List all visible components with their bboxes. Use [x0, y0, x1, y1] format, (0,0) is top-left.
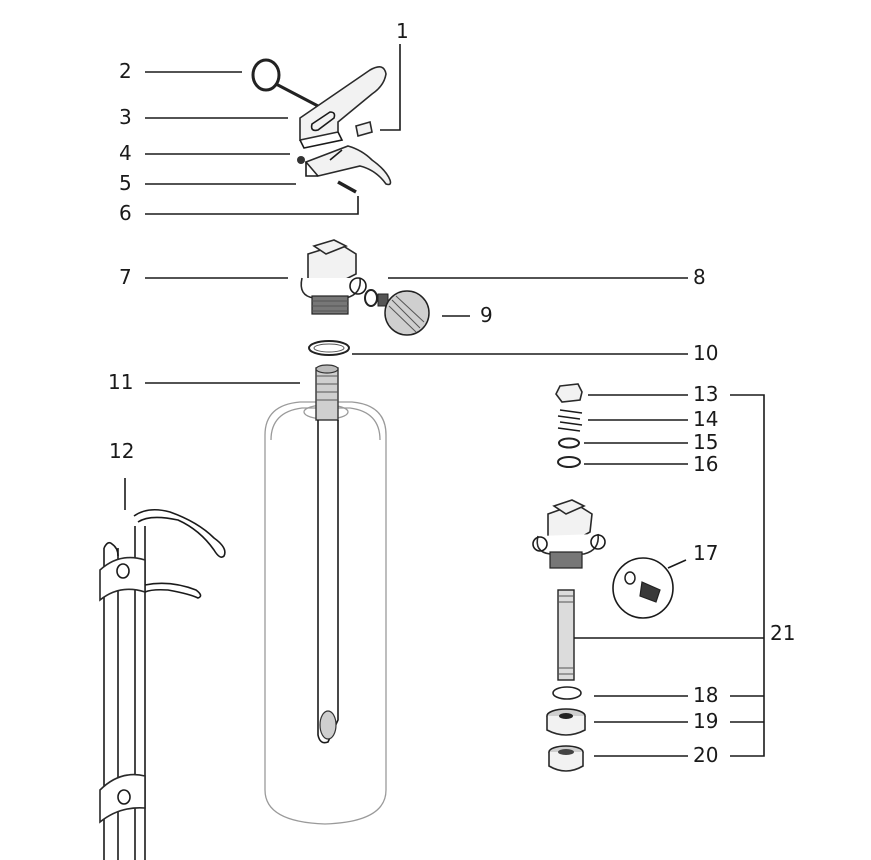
label-part-14: 14 — [693, 407, 718, 431]
valve-detail-circle — [612, 557, 674, 619]
cap-nut — [555, 383, 583, 403]
spare-valve-head — [532, 499, 606, 569]
lever-pin — [337, 180, 357, 194]
label-part-20: 20 — [693, 743, 718, 767]
pressure-gauge-knob — [377, 290, 430, 336]
label-part-9: 9 — [480, 303, 493, 327]
label-part-7: 7 — [119, 265, 132, 289]
o-ring-small — [558, 437, 580, 449]
neck-seal-ring — [308, 340, 350, 356]
leader-lines — [124, 44, 765, 757]
valve-seal — [546, 708, 586, 736]
label-part-10: 10 — [693, 341, 718, 365]
label-part-8: 8 — [693, 265, 706, 289]
label-part-1: 1 — [396, 19, 409, 43]
dip-tube — [315, 364, 339, 744]
label-part-15: 15 — [693, 430, 718, 454]
label-part-16: 16 — [693, 452, 718, 476]
operating-lever — [304, 145, 392, 186]
extinguisher-cylinder — [264, 401, 387, 825]
label-part-5: 5 — [119, 171, 132, 195]
label-part-13: 13 — [693, 382, 718, 406]
valve-o-ring — [364, 289, 378, 307]
handle-bushing — [355, 120, 373, 138]
o-ring-large — [557, 456, 581, 468]
label-part-2: 2 — [119, 59, 132, 83]
valve-stem — [557, 589, 575, 681]
stem-washer — [552, 686, 582, 700]
valve-spring — [557, 409, 583, 432]
label-part-17: 17 — [693, 541, 718, 565]
label-part-3: 3 — [119, 105, 132, 129]
part-labels: 1 2 3 4 5 6 7 8 9 10 11 12 13 14 15 16 1… — [108, 19, 795, 767]
label-part-18: 18 — [693, 683, 718, 707]
label-part-21: 21 — [770, 621, 795, 645]
wall-bracket — [99, 508, 226, 860]
small-washer — [297, 156, 305, 164]
label-part-11: 11 — [108, 370, 133, 394]
valve-head — [300, 239, 367, 315]
label-part-12: 12 — [109, 439, 134, 463]
carrying-handle — [299, 66, 387, 149]
label-part-4: 4 — [119, 141, 132, 165]
label-part-19: 19 — [693, 709, 718, 733]
valve-base — [548, 745, 584, 772]
label-part-6: 6 — [119, 201, 132, 225]
safety-pin-ring — [251, 58, 319, 108]
